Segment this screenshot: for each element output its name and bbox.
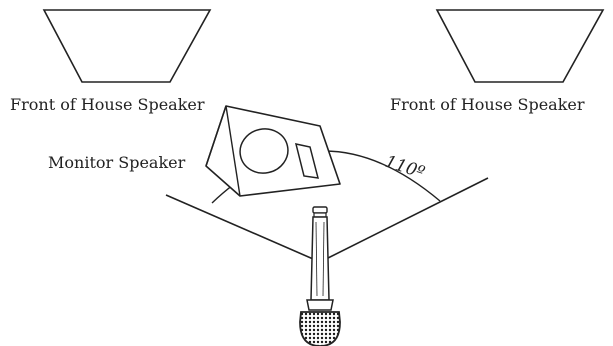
pickup-line-left: [165, 194, 321, 263]
foh-right-label: Front of House Speaker: [390, 95, 585, 114]
foh-left-label: Front of House Speaker: [10, 95, 205, 114]
foh-right-speaker-icon: [435, 9, 605, 83]
microphone-icon: [299, 206, 341, 346]
angle-label: 110º: [382, 152, 427, 184]
monitor-speaker-icon: [205, 105, 341, 197]
pickup-line-right: [319, 177, 489, 263]
monitor-label: Monitor Speaker: [48, 153, 186, 172]
foh-left-speaker-icon: [42, 9, 212, 83]
